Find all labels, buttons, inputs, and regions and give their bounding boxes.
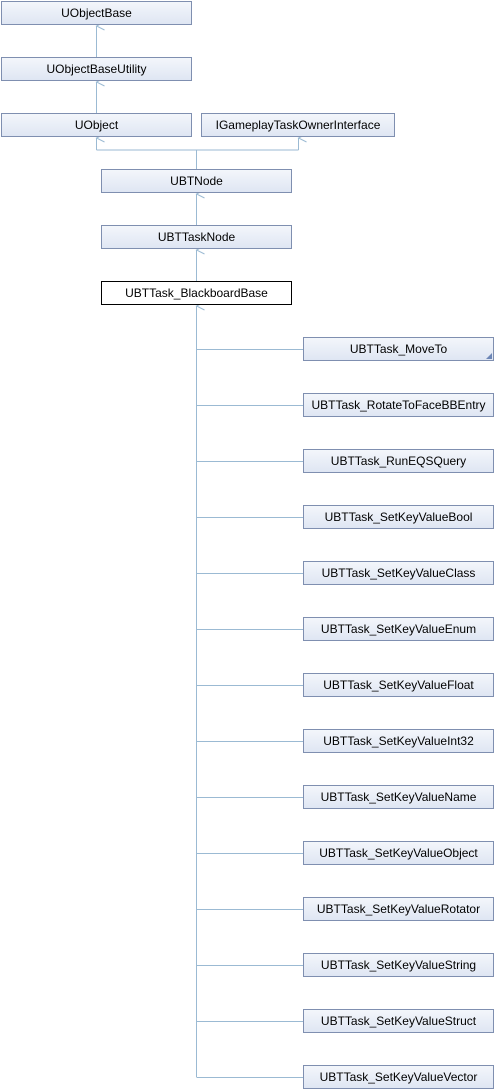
child-class-node[interactable]: UBTTask_SetKeyValueRotator <box>303 897 494 921</box>
child-class-node[interactable]: UBTTask_SetKeyValueBool <box>303 505 494 529</box>
child-class-node[interactable]: UBTTask_SetKeyValueEnum <box>303 617 494 641</box>
child-class-node[interactable]: UBTTask_SetKeyValueFloat <box>303 673 494 697</box>
child-class-node[interactable]: UBTTask_SetKeyValueName <box>303 785 494 809</box>
class-node-uobject[interactable]: UObject <box>1 113 192 137</box>
child-class-node[interactable]: UBTTask_SetKeyValueVector <box>303 1065 494 1089</box>
class-node-igameplaytaskownerinterface[interactable]: IGameplayTaskOwnerInterface <box>201 113 395 137</box>
child-class-label: UBTTask_SetKeyValueClass <box>321 566 476 580</box>
class-node-label: IGameplayTaskOwnerInterface <box>215 118 381 132</box>
class-node-label: UObjectBase <box>61 6 132 20</box>
child-class-label: UBTTask_SetKeyValueString <box>320 958 477 972</box>
child-class-label: UBTTask_SetKeyValueEnum <box>320 622 477 636</box>
class-node-ubttasknode[interactable]: UBTTaskNode <box>101 225 292 249</box>
child-class-label: UBTTask_SetKeyValueObject <box>319 846 478 860</box>
class-node-label: UObject <box>74 118 119 132</box>
child-class-label: UBTTask_MoveTo <box>349 342 448 356</box>
class-node-label: UBTTaskNode <box>157 230 236 244</box>
child-class-node[interactable]: UBTTask_RotateToFaceBBEntry <box>303 393 494 417</box>
child-class-label: UBTTask_SetKeyValueBool <box>324 510 473 524</box>
child-class-label: UBTTask_SetKeyValueInt32 <box>323 734 474 748</box>
class-node-label: UBTTask_BlackboardBase <box>125 286 268 300</box>
child-class-label: UBTTask_SetKeyValueName <box>320 790 477 804</box>
class-node-label: UBTNode <box>170 174 223 188</box>
child-class-node[interactable]: UBTTask_SetKeyValueClass <box>303 561 494 585</box>
child-class-node[interactable]: UBTTask_MoveTo <box>303 337 494 361</box>
child-class-node[interactable]: UBTTask_SetKeyValueInt32 <box>303 729 494 753</box>
class-node-label: UObjectBaseUtility <box>46 62 147 76</box>
child-class-node[interactable]: UBTTask_RunEQSQuery <box>303 449 494 473</box>
class-node-ubtnode[interactable]: UBTNode <box>101 169 292 193</box>
child-class-label: UBTTask_SetKeyValueVector <box>319 1070 478 1084</box>
child-class-label: UBTTask_RunEQSQuery <box>330 454 467 468</box>
child-class-label: UBTTask_SetKeyValueRotator <box>316 902 481 916</box>
child-class-node[interactable]: UBTTask_SetKeyValueStruct <box>303 1009 494 1033</box>
class-node-uobjectbaseutility[interactable]: UObjectBaseUtility <box>1 57 192 81</box>
child-class-label: UBTTask_SetKeyValueStruct <box>320 1014 477 1028</box>
child-class-node[interactable]: UBTTask_SetKeyValueString <box>303 953 494 977</box>
class-node-current-blackboardbase: UBTTask_BlackboardBase <box>101 281 292 305</box>
has-more-children-corner-icon <box>486 353 492 359</box>
child-class-label: UBTTask_SetKeyValueFloat <box>323 678 474 692</box>
class-node-uobjectbase[interactable]: UObjectBase <box>1 1 192 25</box>
child-class-label: UBTTask_RotateToFaceBBEntry <box>311 398 486 412</box>
child-class-node[interactable]: UBTTask_SetKeyValueObject <box>303 841 494 865</box>
